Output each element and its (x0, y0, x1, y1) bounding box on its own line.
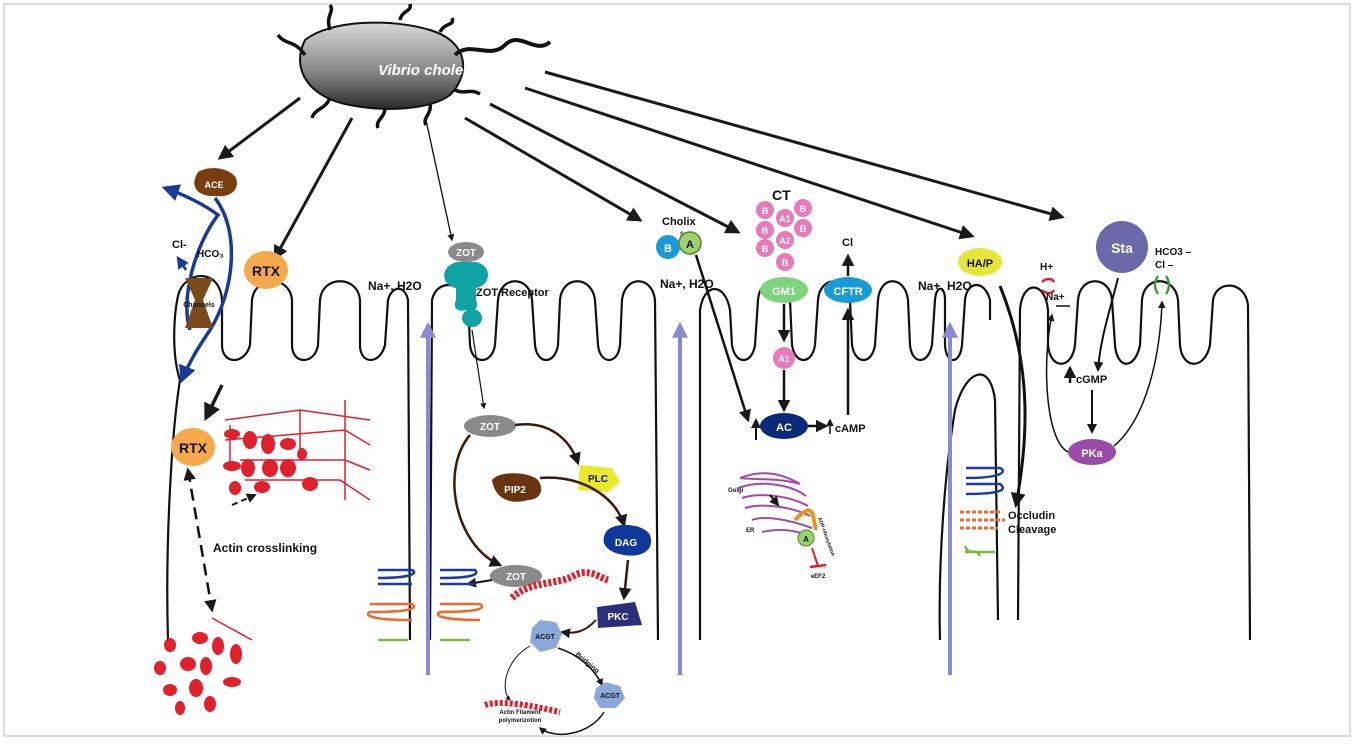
acgt-label: ACGT (535, 634, 556, 641)
hco3-label: HCO3 – (1155, 247, 1192, 258)
ace-hco3-label: HCO₃ (197, 249, 224, 260)
zot-internal-label: ZOT (480, 422, 500, 433)
ct-a1-internal-label: A1 (778, 354, 790, 364)
cell-boundary-left (167, 380, 180, 640)
ace-pathway: ACE Cl- HCO₃ Channels (165, 168, 237, 380)
golgi-label: Golgi (728, 488, 744, 494)
zot-label: ZOT (456, 248, 476, 259)
ct-subunit-label: B (782, 258, 789, 268)
cftr-label: CFTR (833, 286, 862, 298)
h-label: H+ (1040, 262, 1053, 273)
bridging-label: Bridging (574, 651, 601, 675)
actin-network (225, 400, 370, 500)
cgmp-label: cGMP (1076, 374, 1107, 386)
ct-subunit-label: B (762, 226, 769, 236)
nhe-channel-icon (1042, 279, 1054, 293)
na-h2o-label-1: Na+, H2O (368, 279, 422, 293)
cholix-a-label: A (686, 239, 694, 251)
eef2-label: eEF2 (811, 574, 826, 580)
vibrio-cholerae-cell: Vibrio cholerae (278, 4, 550, 128)
zot-receptor-label: ZOT Receptor (476, 287, 549, 299)
ace-cl-label: Cl- (172, 239, 187, 251)
ct-subunit-label: A1 (779, 214, 791, 224)
na-h2o-label-3: Na+, H2O (918, 279, 972, 293)
er-label: ER (746, 528, 755, 534)
ct-title: CT (772, 187, 791, 203)
figure-border (4, 4, 1350, 736)
cholix-a-er-label: A (803, 535, 809, 544)
ct-subunit-label: B (762, 206, 769, 216)
cholix-pathway: Cholix S=S B A Golgi ER A ADP-ribosylati… (656, 216, 836, 580)
ac-label: AC (776, 422, 792, 434)
hap-pathway: HA/P Occludin Cleavage (958, 248, 1056, 556)
sta-cl-label: Cl – (1155, 260, 1174, 271)
na-label: Na+ (1046, 292, 1065, 303)
acgt-label-2: ACGT (600, 693, 621, 700)
actin-polymer-label-2: polymerizotion (499, 718, 542, 724)
ct-subunit-label: A2 (779, 236, 791, 246)
cleavage-label: Cleavage (1008, 524, 1056, 536)
actin-crosslinked (154, 632, 242, 715)
ct-cl-label: Cl (842, 237, 853, 249)
zot-pathway: ZOT ZOT Receptor ZOT PLC PIP2 DAG PKC AC… (444, 242, 651, 734)
pip2-label: PIP2 (504, 485, 526, 496)
plc-label: PLC (588, 474, 608, 485)
channels-label: Channels (183, 302, 215, 309)
hap-label: HA/P (967, 258, 993, 270)
cholix-b-label: B (664, 243, 672, 255)
sta-label: Sta (1111, 240, 1133, 256)
flagellum (455, 40, 550, 55)
actin-crosslinking-label: Actin crosslinking (213, 541, 317, 555)
dag-label: DAG (615, 538, 637, 549)
gm1-label: GM1 (772, 286, 796, 298)
camp-label: cAMP (835, 423, 866, 435)
rtx-dashed-arrow (188, 470, 212, 610)
ace-label: ACE (204, 180, 223, 190)
cholix-title: Cholix (662, 216, 696, 228)
bacterium-name: Vibrio cholerae (378, 62, 486, 79)
cftr-sta-icon (1155, 276, 1169, 294)
rtx-label: RTX (252, 263, 281, 279)
actin-polymer-label-1: Actin Filament (499, 710, 540, 716)
ct-subunit-label: B (800, 204, 807, 214)
cl-arrow (178, 258, 186, 270)
pka-label: PKa (1081, 448, 1103, 460)
ct-pathway: CT B A1 B B B A2 B B GM1 A1 AC cAMP CFTR (756, 187, 872, 440)
tight-junctions-zot (368, 570, 482, 640)
occludin-label: Occludin (1008, 510, 1055, 522)
ct-subunit-label: B (762, 244, 769, 254)
ct-subunit-label: B (800, 224, 807, 234)
zot-lower-label: ZOT (506, 572, 526, 583)
water-flows: Na+, H2O Na+, H2O Na+, H2O (368, 277, 972, 675)
pkc-label: PKC (607, 612, 628, 623)
rtx-intracellular-label: RTX (179, 440, 208, 456)
adp-ribosylation-label: ADP-ribosylation (816, 517, 836, 557)
